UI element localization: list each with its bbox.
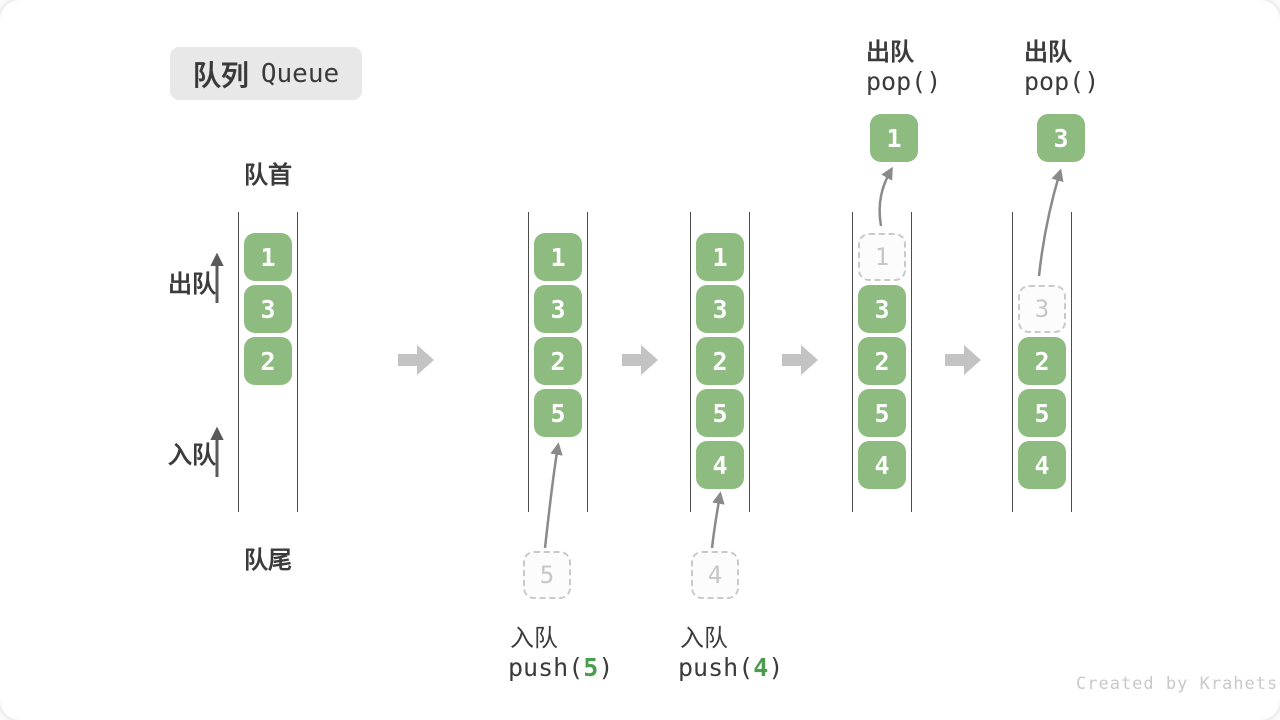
queue5-op-label: 出队: [1024, 39, 1072, 66]
code-close: ): [768, 653, 784, 682]
transition-arrow-icon-3: [782, 345, 818, 375]
transition-arrow-icon-1: [398, 345, 434, 375]
queue4-element: 4: [858, 441, 906, 489]
queue5-element: 4: [1018, 441, 1066, 489]
code-fn: pop(): [866, 67, 942, 96]
queue3-element: 4: [696, 441, 744, 489]
queue1-element: 2: [244, 337, 292, 385]
queue-container-3: [690, 212, 750, 512]
queue3-element: 5: [696, 389, 744, 437]
queue2-element: 2: [534, 337, 582, 385]
title-zh: 队列: [192, 59, 249, 91]
queue2-incoming-ghost: 5: [523, 551, 571, 599]
queue3-element: 1: [696, 233, 744, 281]
queue1-element: 1: [244, 233, 292, 281]
title-en: Queue: [260, 58, 340, 89]
queue-container-1: [238, 212, 298, 512]
label-dequeue-side: 出队: [168, 271, 216, 298]
push5-motion-arrow-icon: [543, 442, 563, 549]
queue-container-4: [852, 212, 912, 512]
code-arg: 5: [583, 653, 599, 682]
label-enqueue-side: 入队: [168, 442, 216, 469]
queue3-incoming-ghost: 4: [691, 551, 739, 599]
queue3-element: 2: [696, 337, 744, 385]
queue-container-5: [1012, 212, 1072, 512]
transition-arrow-icon-2: [622, 345, 658, 375]
queue2-element: 3: [534, 285, 582, 333]
queue5-popped-element: 3: [1037, 114, 1085, 162]
queue5-element: 2: [1018, 337, 1066, 385]
queue4-op-code: pop(): [866, 67, 941, 96]
title-badge: 队列 Queue: [170, 47, 362, 100]
queue4-element: 5: [858, 389, 906, 437]
queue3-element: 3: [696, 285, 744, 333]
queue5-op-code: pop(): [1024, 67, 1099, 96]
queue4-element: 2: [858, 337, 906, 385]
code-fn: pop(): [1024, 67, 1100, 96]
queue5-removed-ghost: 3: [1018, 285, 1066, 333]
queue4-removed-ghost: 1: [858, 233, 906, 281]
code-arg: 4: [753, 653, 769, 682]
pop3-motion-arrow-icon: [1037, 168, 1064, 277]
queue2-element: 1: [534, 233, 582, 281]
code-fn: push(: [678, 653, 754, 682]
state-transition-arrows: [398, 345, 981, 375]
queue4-popped-element: 1: [870, 114, 918, 162]
queue2-element: 5: [534, 389, 582, 437]
code-close: ): [598, 653, 614, 682]
queue5-element: 5: [1018, 389, 1066, 437]
queue-container-2: [528, 212, 588, 512]
code-fn: push(: [508, 653, 584, 682]
queue2-op-label: 入队: [510, 625, 558, 652]
queue2-op-code: push(5): [508, 653, 613, 682]
label-queue-rear: 队尾: [244, 547, 292, 574]
queue3-op-code: push(4): [678, 653, 783, 682]
queue4-element: 3: [858, 285, 906, 333]
queue4-op-label: 出队: [866, 39, 914, 66]
watermark-credit: Created by Krahets: [1076, 674, 1279, 694]
transition-arrow-icon-4: [945, 345, 981, 375]
queue3-op-label: 入队: [680, 625, 728, 652]
pop1-motion-arrow-icon: [878, 166, 893, 227]
label-queue-front: 队首: [244, 162, 292, 189]
push4-motion-arrow-icon: [710, 491, 725, 549]
queue1-element: 3: [244, 285, 292, 333]
